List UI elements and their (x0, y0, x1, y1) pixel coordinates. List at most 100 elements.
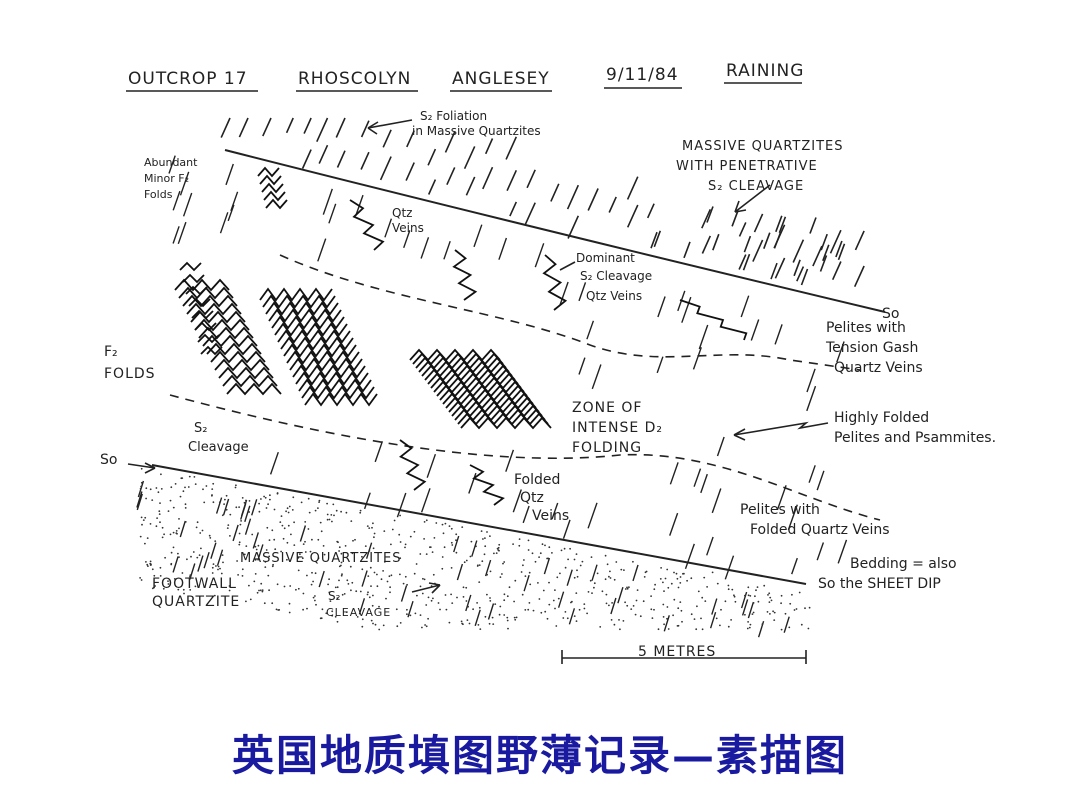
label-pelites-tension-3: Quartz Veins (834, 360, 923, 376)
stipple-dot (391, 528, 394, 531)
scale-label: 5 METRES (638, 644, 716, 660)
pelite-stroke (776, 485, 787, 511)
footwall-stroke (318, 570, 325, 588)
stipple-dot (548, 603, 551, 606)
pelite-stroke (179, 171, 190, 196)
stipple-dot (235, 484, 237, 487)
stipple-dot (340, 561, 343, 564)
cleavage-stroke (775, 215, 783, 233)
fold-zigzag (280, 336, 354, 351)
stipple-dot (615, 561, 618, 563)
stipple-dot (344, 545, 347, 547)
stipple-dot (224, 498, 226, 501)
minor-fold (263, 190, 286, 202)
stipple-dot (772, 610, 774, 613)
stipple-dot (275, 608, 278, 611)
stipple-dot (719, 624, 721, 627)
label-highly-folded-2: Pelites and Psammites. (834, 430, 996, 446)
cleavage-stroke (505, 136, 518, 160)
stipple-dot (662, 581, 664, 584)
stipple-dot (503, 614, 506, 616)
pelite-stroke (363, 492, 371, 510)
stipple-dot (455, 539, 457, 542)
stipple-dot (419, 614, 422, 616)
label-dominant-cleavage-2: S₂ Cleavage (580, 269, 652, 283)
label-minor-folds-2: Minor F₂ (144, 172, 189, 185)
stipple-dot (265, 507, 268, 509)
stipple-dot (302, 543, 305, 545)
stipple-dot (626, 587, 629, 590)
stipple-dot (161, 526, 164, 529)
stipple-dot (308, 511, 311, 514)
stipple-dot (341, 573, 343, 576)
cleavage-stroke (763, 232, 771, 249)
stipple-dot (423, 538, 425, 540)
pelite-stroke (227, 204, 235, 222)
stipple-dot (478, 606, 481, 609)
cleavage-stroke (406, 130, 415, 148)
stipple-dot (383, 561, 386, 563)
stipple-dot (155, 487, 158, 489)
stipple-dot (181, 572, 184, 574)
stipple-dot (589, 579, 592, 582)
pelite-stroke (656, 356, 664, 374)
quartz-vein (469, 464, 505, 506)
stipple-dot (184, 486, 186, 489)
stipple-dot (238, 541, 241, 544)
stipple-dot (366, 593, 369, 596)
stipple-dot (276, 583, 279, 586)
cleavage-stroke (626, 176, 639, 200)
stipple-dot (223, 503, 226, 505)
cleavage-stroke (706, 206, 714, 223)
stipple-dot (271, 602, 274, 605)
stipple-dot (538, 556, 540, 558)
stipple-dot (283, 585, 286, 588)
stipple-dot (311, 571, 313, 574)
stipple-dot (184, 521, 187, 523)
stipple-dot (493, 552, 495, 555)
stipple-dot (675, 572, 678, 575)
stipple-dot (333, 514, 335, 517)
stipple-dot (404, 543, 407, 546)
cleavage-stroke (303, 117, 312, 134)
stipple-dot (164, 556, 167, 559)
stipple-dot (619, 628, 621, 631)
label-zone-2: INTENSE D₂ (572, 420, 663, 436)
minor-fold (257, 166, 280, 178)
stipple-dot (286, 507, 289, 510)
fold-zigzag (259, 287, 333, 302)
stipple-dot (225, 494, 228, 497)
stipple-dot (502, 562, 504, 565)
footwall-stroke (216, 549, 224, 566)
stipple-dot (419, 585, 422, 588)
pelite-stroke (562, 519, 571, 539)
stipple-dot (662, 603, 665, 606)
stipple-dot (235, 506, 238, 509)
stipple-dot (341, 593, 344, 596)
cleavage-stroke (752, 239, 764, 262)
stipple-dot (266, 526, 269, 529)
pelite-stroke (534, 243, 545, 268)
cleavage-stroke (822, 244, 830, 262)
stipple-dot (355, 590, 358, 593)
stipple-dot (789, 602, 792, 605)
stipple-dot (479, 628, 482, 630)
pelite-stroke (693, 468, 702, 487)
stipple-dot (780, 594, 783, 597)
bedding-contacts (151, 149, 886, 585)
stipple-dot (483, 553, 486, 556)
stipple-dot (255, 548, 258, 551)
fold-zigzag (304, 392, 378, 407)
stipple-dot (350, 589, 352, 592)
cleavage-stroke (446, 167, 456, 186)
pelite-stroke (692, 347, 702, 370)
stipple-dot (542, 589, 545, 592)
stipple-dot (145, 561, 147, 563)
label-massive-penetrative-3: S₂ CLEAVAGE (708, 179, 804, 194)
fold-zigzag (295, 371, 369, 386)
stipple-dot (320, 530, 323, 533)
stipple-dot (727, 588, 730, 591)
stipple-dot (222, 561, 224, 564)
pelite-stroke (700, 473, 708, 494)
cleavage-stroke (701, 208, 712, 229)
